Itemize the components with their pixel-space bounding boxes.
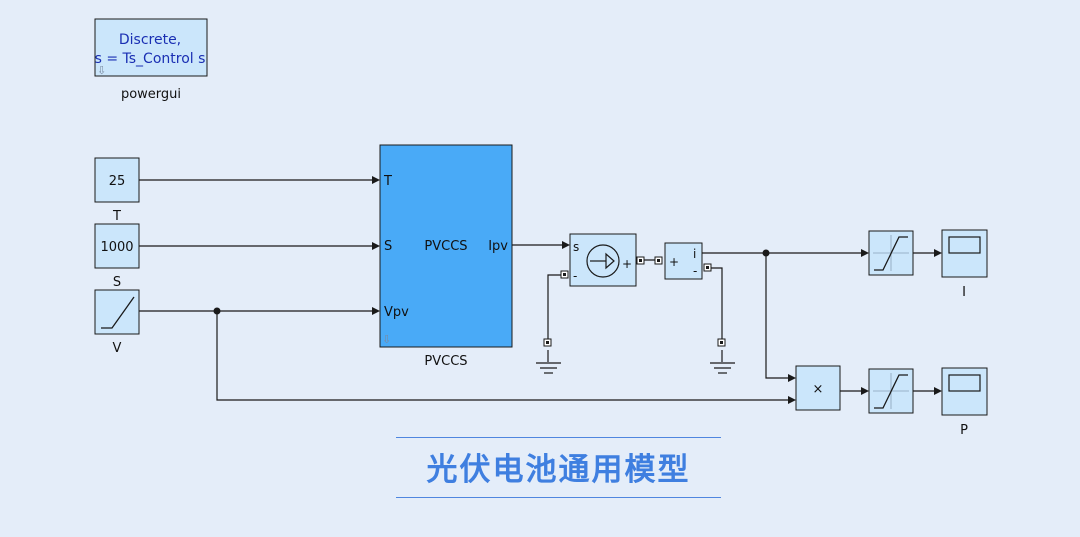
source-port-s: s xyxy=(573,240,579,254)
saturation-block-I[interactable] xyxy=(868,230,914,276)
powergui-block[interactable]: Discrete, s = Ts_Control s ⇩ xyxy=(94,18,208,77)
source-port-minus: - xyxy=(573,269,577,283)
powergui-arrow-icon: ⇩ xyxy=(97,64,106,77)
ramp-V-label: V xyxy=(113,341,122,356)
constant-block-T[interactable]: 25 xyxy=(94,157,140,203)
constant-T-value: 25 xyxy=(109,174,126,189)
pvccs-arrow-icon: ⇩ xyxy=(382,333,391,346)
powergui-ts-text: s = Ts_Control s xyxy=(95,51,206,67)
caption-bottom-rule xyxy=(396,497,721,498)
scope-block-I[interactable] xyxy=(941,229,988,278)
meter-port-plus: + xyxy=(669,255,679,269)
constant-T-label: T xyxy=(112,209,121,224)
meter-port-minus: - xyxy=(693,264,697,278)
physical-ports xyxy=(543,256,726,347)
pvccs-port-Vpv: Vpv xyxy=(384,305,409,320)
powergui-mode-text: Discrete, xyxy=(119,32,181,48)
scope-block-P[interactable] xyxy=(941,367,988,416)
saturation-block-P[interactable] xyxy=(868,368,914,414)
scope-I-label: I xyxy=(962,285,966,300)
pvccs-port-T: T xyxy=(383,174,392,189)
constant-S-value: 1000 xyxy=(100,240,133,255)
pvccs-name: PVCCS xyxy=(424,239,467,254)
product-symbol: × xyxy=(813,382,824,397)
caption-title: 光伏电池通用模型 xyxy=(426,452,691,488)
scope-screen-icon xyxy=(948,374,981,392)
ramp-icon xyxy=(101,296,135,329)
pvccs-subsystem[interactable]: T S Vpv PVCCS Ipv ⇩ xyxy=(379,144,513,348)
saturation-icon xyxy=(874,374,908,409)
ground-2 xyxy=(710,350,735,374)
product-block[interactable]: × xyxy=(795,365,841,411)
current-measurement[interactable]: + i - xyxy=(664,242,703,280)
scope-screen-icon xyxy=(948,236,981,254)
pvccs-label: PVCCS xyxy=(424,354,467,369)
signal-wires xyxy=(139,176,942,404)
source-port-plus: + xyxy=(622,257,632,271)
saturation-icon xyxy=(874,236,908,271)
constant-S-label: S xyxy=(113,275,121,290)
constant-block-S[interactable]: 1000 xyxy=(94,223,140,269)
ramp-block-V[interactable] xyxy=(94,289,140,335)
current-source-icon xyxy=(586,244,620,278)
meter-port-i: i xyxy=(693,247,696,261)
scope-P-label: P xyxy=(960,423,968,438)
ground-1 xyxy=(536,350,561,374)
controlled-current-source[interactable]: s - + xyxy=(569,233,637,287)
pvccs-port-S: S xyxy=(384,239,392,254)
caption-top-rule xyxy=(396,437,721,438)
pvccs-port-Ipv: Ipv xyxy=(488,239,508,254)
powergui-label: powergui xyxy=(121,87,181,102)
